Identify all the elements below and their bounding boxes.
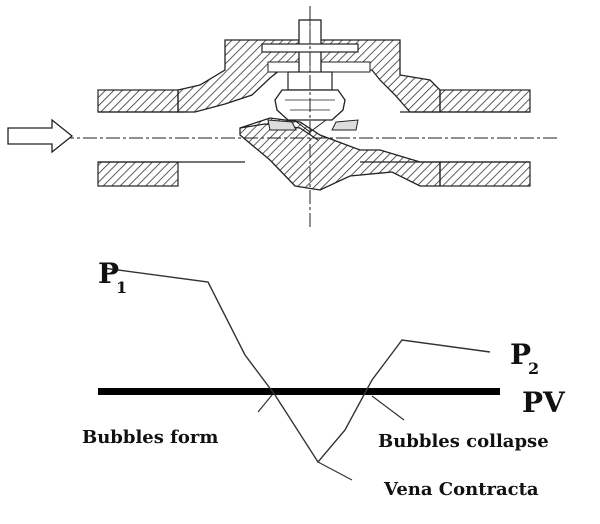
p1-label: P: [98, 257, 119, 290]
bubbles-collapse-leader: [371, 395, 405, 421]
pressure-profile: P 1 P 2 PV Bubbles form Bubbles collapse…: [82, 257, 566, 500]
bubbles-collapse-label: Bubbles collapse: [378, 431, 549, 452]
pv-label: PV: [522, 386, 566, 419]
bubbles-form-leader: [257, 394, 273, 413]
vena-contracta-leader: [317, 461, 353, 481]
p2-subscript: 2: [528, 359, 539, 378]
vapor-pressure-line: [98, 388, 500, 395]
valve-cross-section: [60, 6, 560, 230]
vena-contracta-label: Vena Contracta: [383, 479, 539, 500]
flow-arrow-icon: [7, 118, 74, 154]
p1-subscript: 1: [116, 278, 127, 297]
p2-label: P: [510, 338, 531, 371]
bubbles-form-label: Bubbles form: [82, 427, 218, 448]
